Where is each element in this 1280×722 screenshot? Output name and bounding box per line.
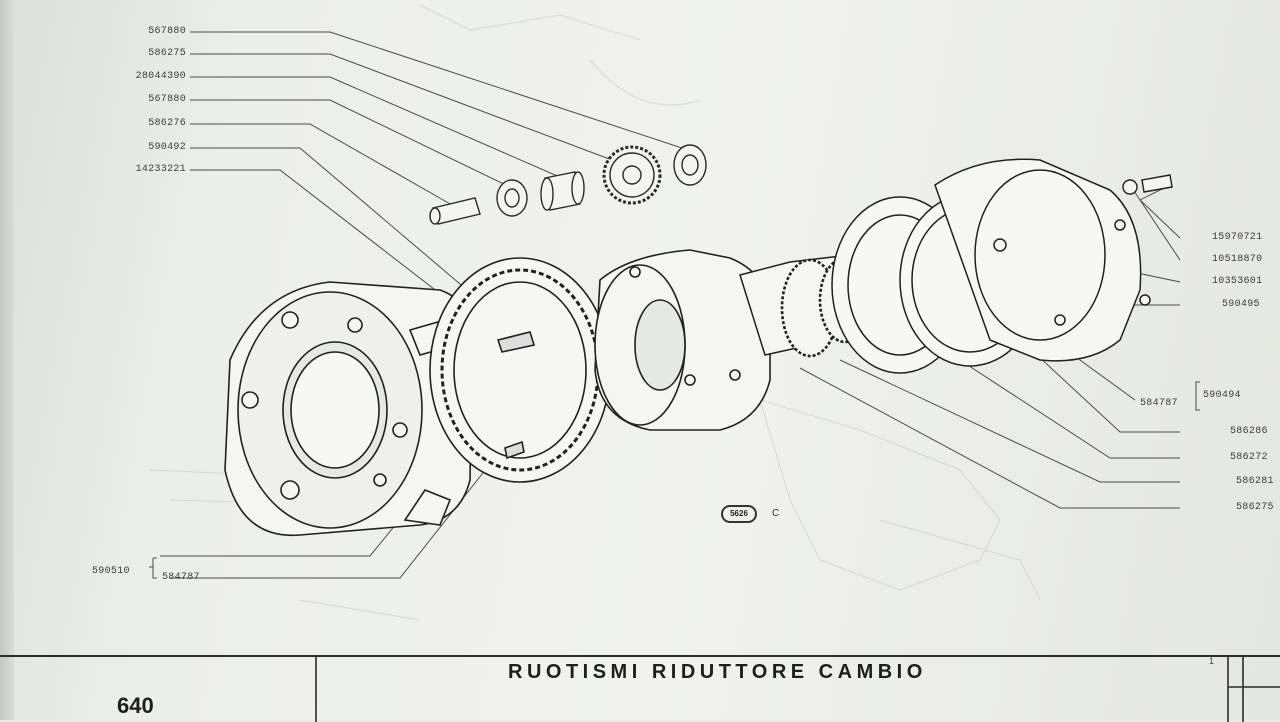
group-left-main: 590510 (92, 566, 130, 577)
callout-left-5: 586276 (148, 118, 186, 129)
callout-left-1: 567880 (148, 26, 186, 37)
reverse-page-ghost (149, 4, 1041, 621)
planet-carrier (594, 249, 771, 431)
callout-right-1: 15970721 (1212, 232, 1263, 243)
group-right-main: 590494 (1203, 390, 1241, 401)
callout-left-4: 567880 (148, 94, 186, 105)
end-cover (934, 158, 1151, 362)
title-block (0, 655, 1280, 722)
callout-left-7: 14233221 (135, 164, 186, 175)
callout-right-4: 590495 (1222, 299, 1260, 310)
callout-left-2: 586275 (148, 48, 186, 59)
callout-right-3: 10353601 (1212, 276, 1263, 287)
callout-right-2: 10518870 (1212, 254, 1263, 265)
callout-left-3: 28044390 (135, 71, 186, 82)
callout-right-8: 586275 (1236, 502, 1274, 513)
group-right-sub: 584787 (1140, 398, 1178, 409)
reduction-housing (224, 281, 473, 537)
sheet-index: 1 (1209, 656, 1215, 666)
group-left-sub: 584787 (162, 572, 200, 583)
callout-right-5: 586286 (1230, 426, 1268, 437)
page-number: 640 (117, 693, 154, 718)
callout-left-6: 590492 (148, 142, 186, 153)
title-block-grid (315, 657, 1280, 722)
figure-suffix: C (772, 508, 780, 519)
ring-gear (429, 257, 611, 483)
page-edge-shadow (0, 0, 14, 720)
callout-right-6: 586272 (1230, 452, 1268, 463)
callout-right-7: 586281 (1236, 476, 1274, 487)
page-title: RUOTISMI RIDUTTORE CAMBIO (508, 661, 927, 683)
cover-screw (1122, 174, 1173, 195)
small-parts (429, 144, 707, 225)
figure-badge: 5626 (721, 505, 757, 523)
